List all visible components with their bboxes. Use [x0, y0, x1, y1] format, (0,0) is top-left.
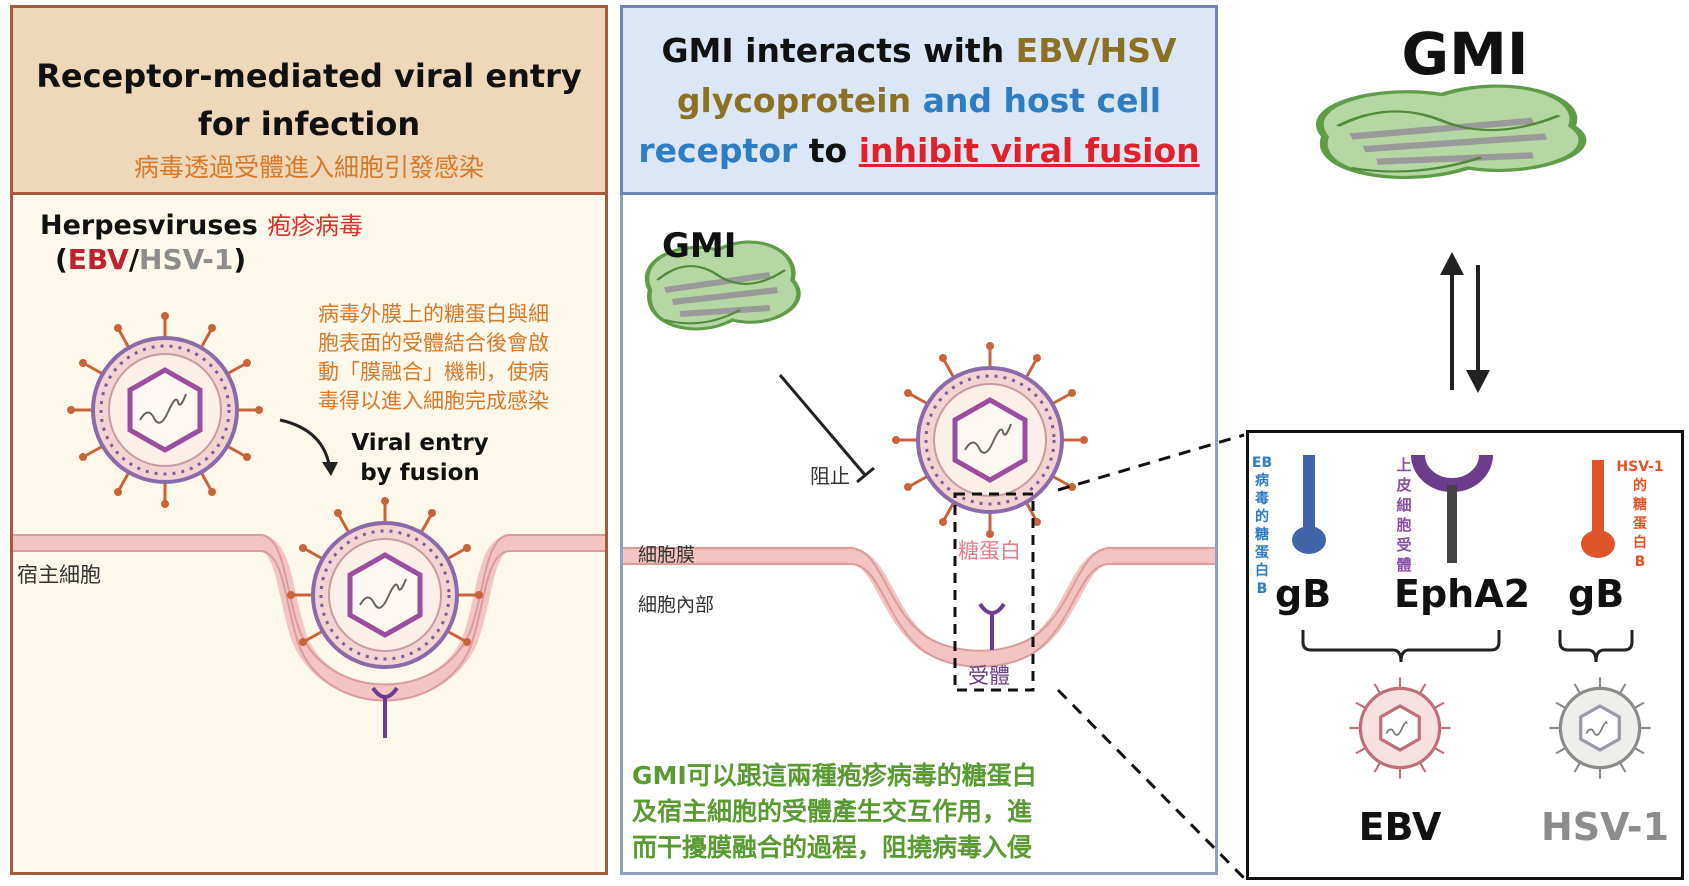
desc-char: 病 [1255, 473, 1269, 489]
virus-icon-free [67, 312, 263, 508]
ebv-brace [1301, 630, 1501, 663]
gb-label-left: gB [1275, 572, 1332, 616]
paren-open: ( [55, 243, 68, 276]
desc-char: 細 [1396, 496, 1412, 514]
receptor-icon-left [371, 686, 399, 738]
gmi-title-right: GMI [1401, 20, 1529, 88]
slash: / [128, 243, 140, 276]
host-membrane-middle [623, 548, 1215, 667]
desc-char: 毒 [1255, 491, 1269, 507]
virus-icon-fusing [287, 497, 483, 667]
gmi-protein-icon-right [1320, 86, 1583, 177]
left-title-line1: Receptor-mediated viral entry [36, 57, 582, 95]
gb-label-right: gB [1568, 572, 1625, 616]
zoom-line-top [1057, 433, 1245, 492]
desc-char: 的 [1633, 478, 1647, 494]
desc-line: 病毒外膜上的糖蛋白與細 [318, 302, 549, 326]
host-cell-label: 宿主細胞 [17, 563, 101, 587]
middle-title-line3: receptor to inhibit viral fusion [623, 126, 1215, 176]
entry-line1: Viral entry [351, 430, 489, 456]
ebv-virus-icon [1349, 677, 1451, 779]
epha2-receptor-icon [1411, 454, 1493, 563]
title-part1: GMI interacts with [661, 31, 1016, 70]
virus-name-zh: 疱疹病毒 [267, 212, 364, 240]
epha2-description: 上 皮 細 胞 受 體 [1394, 455, 1414, 575]
title-part4: and host cell [911, 81, 1162, 120]
desc-char: 上 [1396, 456, 1412, 474]
desc-char: 蛋 [1633, 516, 1647, 532]
title-part6: to [797, 131, 859, 170]
hsv-gb-icon [1581, 460, 1615, 558]
title-part2: EBV/HSV [1015, 31, 1177, 70]
glycoprotein-label: 糖蛋白 [958, 539, 1021, 563]
title-part7: inhibit viral fusion [858, 131, 1200, 170]
desc-char: 白 [1633, 535, 1647, 551]
receptor-label: 受體 [968, 664, 1010, 688]
paren-close: ) [233, 243, 247, 276]
summary-line: 及宿主細胞的受體產生交互作用，進 [632, 797, 1033, 826]
left-title-line2: for infection [197, 105, 421, 143]
desc-char: HSV-1 [1616, 459, 1664, 475]
epha2-label: EphA2 [1394, 572, 1531, 616]
hsv-brace [1558, 630, 1634, 663]
middle-title: GMI interacts with EBV/HSV glycoprotein … [623, 26, 1215, 176]
virus-icon-middle [892, 342, 1088, 538]
virus-name-en: Herpesviruses [40, 210, 258, 241]
desc-char: B [1256, 581, 1268, 597]
gmi-label-middle: GMI [662, 226, 737, 266]
left-title: Receptor-mediated viral entry for infect… [13, 52, 605, 148]
left-description: 病毒外膜上的糖蛋白與細 胞表面的受體結合後會啟 動「膜融合」機制，使病 毒得以進… [318, 300, 588, 416]
herpesvirus-heading: Herpesviruses 疱疹病毒 [40, 206, 363, 241]
hsv-text: HSV-1 [139, 243, 234, 276]
hsv-gb-description: HSV-1 的 糖 蛋 白 B [1610, 458, 1670, 572]
desc-char: 胞 [1396, 516, 1412, 534]
dashed-focus-box [953, 492, 1035, 692]
virus-types: (EBV/HSV-1) [55, 243, 246, 276]
zoom-line-bottom [1056, 688, 1246, 880]
ebv-gb-icon [1292, 455, 1326, 554]
desc-char: EB [1251, 455, 1273, 471]
title-part5: receptor [638, 131, 798, 170]
left-subtitle: 病毒透過受體進入細胞引發感染 [133, 153, 484, 182]
hsv-label: HSV-1 [1540, 805, 1670, 849]
desc-char: 的 [1255, 509, 1269, 525]
ebv-gb-description: EB 病 毒 的 糖 蛋 白 B [1250, 454, 1274, 598]
desc-char: 糖 [1633, 497, 1647, 513]
summary-line: GMI可以跟這兩種疱疹病毒的糖蛋白 [632, 761, 1037, 790]
desc-char: B [1634, 554, 1646, 570]
ebv-label: EBV [1358, 805, 1442, 849]
block-label: 阻止 [810, 464, 850, 488]
desc-char: 體 [1396, 556, 1412, 574]
membrane-label: 細胞膜 [638, 544, 696, 566]
hsv-virus-icon [1549, 677, 1651, 779]
summary-line: 而干擾膜融合的過程，阻撓病毒入侵 [632, 833, 1033, 862]
right-panel-detail-box [1246, 430, 1684, 880]
equilibrium-arrows-icon [1440, 252, 1490, 393]
desc-line: 動「膜融合」機制，使病 [318, 360, 549, 384]
viral-entry-label: Viral entry by fusion [340, 428, 500, 488]
desc-char: 蛋 [1255, 545, 1269, 561]
desc-char: 糖 [1255, 527, 1269, 543]
desc-line: 胞表面的受體結合後會啟 [318, 331, 549, 355]
entry-line2: by fusion [360, 460, 480, 486]
host-membrane-left [13, 535, 605, 701]
interior-label: 細胞內部 [638, 594, 715, 616]
middle-title-line1: GMI interacts with EBV/HSV [623, 26, 1215, 76]
title-part3: glycoprotein [676, 81, 912, 120]
desc-line: 毒得以進入細胞完成感染 [318, 389, 549, 413]
desc-char: 受 [1396, 536, 1412, 554]
desc-char: 白 [1255, 563, 1269, 579]
inhibit-line-icon [778, 374, 867, 476]
ebv-text: EBV [67, 243, 129, 276]
middle-panel-header [620, 5, 1218, 195]
desc-char: 皮 [1396, 476, 1412, 494]
middle-summary: GMI可以跟這兩種疱疹病毒的糖蛋白 及宿主細胞的受體產生交互作用，進 而干擾膜融… [632, 758, 1037, 866]
left-panel-header [10, 5, 608, 195]
middle-title-line2: glycoprotein and host cell [623, 76, 1215, 126]
receptor-icon-middle [978, 602, 1006, 650]
